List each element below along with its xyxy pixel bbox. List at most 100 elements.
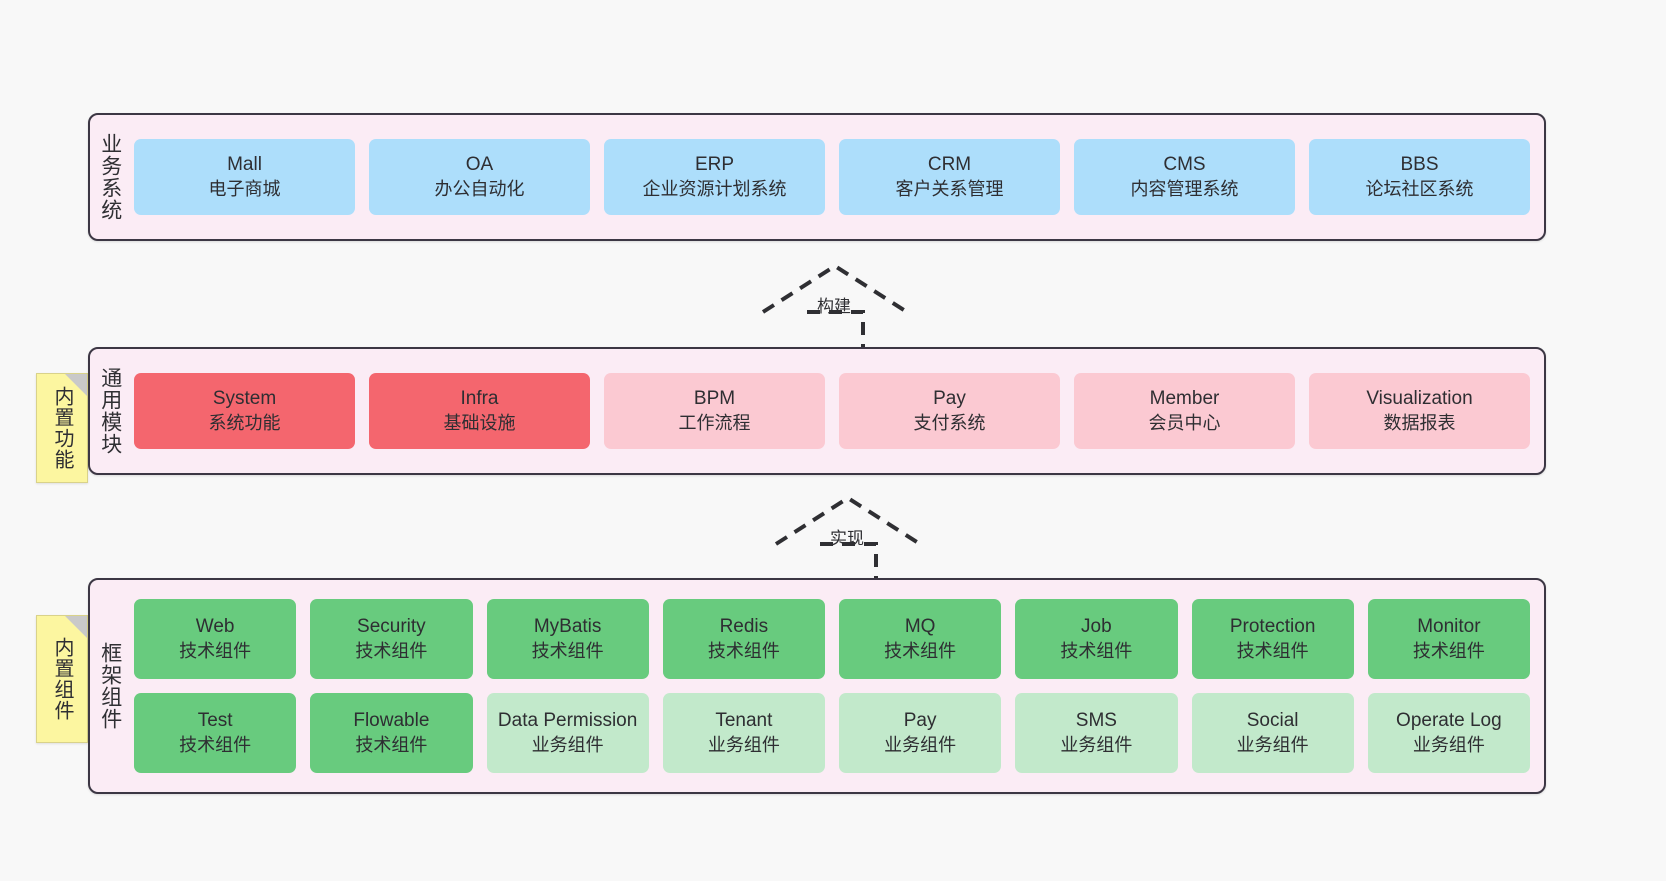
card-visualization-en: Visualization [1366,387,1473,409]
sticky-note-builtin-components-label: 内置组件 [51,637,73,721]
card-erp-cn: 企业资源计划系统 [642,178,787,199]
card-pay-module-cn: 支付系统 [913,412,986,433]
card-pay-component[interactable]: Pay 业务组件 [839,693,1002,773]
card-security[interactable]: Security 技术组件 [310,599,473,679]
card-system[interactable]: System 系统功能 [134,373,355,449]
sticky-note-builtin-features-label: 内置功能 [51,386,73,470]
card-member-cn: 会员中心 [1148,412,1221,433]
card-member-en: Member [1149,387,1220,409]
card-data-permission-cn: 业务组件 [531,734,604,755]
card-sms[interactable]: SMS 业务组件 [1015,693,1178,773]
card-sms-cn: 业务组件 [1060,734,1133,755]
card-social[interactable]: Social 业务组件 [1191,693,1354,773]
card-operate-log-en: Operate Log [1396,709,1502,731]
card-redis[interactable]: Redis 技术组件 [662,599,825,679]
card-bbs[interactable]: BBS 论坛社区系统 [1309,139,1530,215]
card-mybatis-en: MyBatis [533,615,602,637]
card-infra[interactable]: Infra 基础设施 [369,373,590,449]
card-job[interactable]: Job 技术组件 [1015,599,1178,679]
arrow-implement: 实现 [768,494,928,584]
layer-business-systems: 业务系统 Mall 电子商城 OA 办公自动化 ERP 企业资源计划系统 CRM… [88,113,1546,241]
card-visualization-cn: 数据报表 [1383,412,1456,433]
card-pay-component-en: Pay [903,709,937,731]
card-bpm-cn: 工作流程 [678,412,751,433]
layer-framework-components-cards: Web 技术组件 Security 技术组件 MyBatis 技术组件 Redi… [130,580,1544,792]
card-redis-cn: 技术组件 [707,640,780,661]
framework-row-technical: Web 技术组件 Security 技术组件 MyBatis 技术组件 Redi… [134,599,1530,679]
card-pay-component-cn: 业务组件 [884,734,957,755]
card-mq-en: MQ [904,615,936,637]
card-social-en: Social [1246,709,1299,731]
card-security-cn: 技术组件 [355,640,428,661]
card-crm-cn: 客户关系管理 [895,178,1004,199]
card-infra-en: Infra [460,387,499,409]
card-erp-en: ERP [694,153,735,175]
card-protection-en: Protection [1229,615,1316,637]
card-bpm[interactable]: BPM 工作流程 [604,373,825,449]
card-data-permission[interactable]: Data Permission 业务组件 [486,693,649,773]
sticky-fold-icon [65,374,87,396]
card-bpm-en: BPM [693,387,736,409]
card-tenant[interactable]: Tenant 业务组件 [662,693,825,773]
sticky-note-builtin-features: 内置功能 [36,373,88,483]
card-protection-cn: 技术组件 [1236,640,1309,661]
card-crm[interactable]: CRM 客户关系管理 [839,139,1060,215]
card-data-permission-en: Data Permission [497,709,638,731]
card-mybatis-cn: 技术组件 [531,640,604,661]
card-pay-module-en: Pay [933,387,966,409]
card-bbs-en: BBS [1400,153,1439,175]
card-mall[interactable]: Mall 电子商城 [134,139,355,215]
card-flowable[interactable]: Flowable 技术组件 [310,693,473,773]
card-operate-log[interactable]: Operate Log 业务组件 [1367,693,1530,773]
sticky-note-builtin-components: 内置组件 [36,615,88,743]
card-web[interactable]: Web 技术组件 [134,599,297,679]
arrow-build-label: 构建 [817,297,851,316]
card-redis-en: Redis [719,615,769,637]
layer-common-modules-title: 通用模块 [98,367,122,455]
card-mq[interactable]: MQ 技术组件 [839,599,1002,679]
card-erp[interactable]: ERP 企业资源计划系统 [604,139,825,215]
card-cms-cn: 内容管理系统 [1130,178,1239,199]
card-bbs-cn: 论坛社区系统 [1365,178,1474,199]
sticky-fold-icon [65,616,87,638]
card-oa-cn: 办公自动化 [434,178,525,199]
card-oa-en: OA [465,153,494,175]
card-cms-en: CMS [1163,153,1206,175]
card-crm-en: CRM [927,153,972,175]
card-oa[interactable]: OA 办公自动化 [369,139,590,215]
card-flowable-en: Flowable [353,709,430,731]
card-tenant-en: Tenant [715,709,773,731]
card-test-cn: 技术组件 [179,734,252,755]
card-operate-log-cn: 业务组件 [1412,734,1485,755]
card-mybatis[interactable]: MyBatis 技术组件 [486,599,649,679]
card-sms-en: SMS [1075,709,1117,731]
arrow-implement-label: 实现 [830,529,864,548]
layer-framework-components-title: 框架组件 [98,642,122,730]
card-test-en: Test [197,709,233,731]
card-tenant-cn: 业务组件 [707,734,780,755]
card-system-en: System [212,387,277,409]
card-monitor[interactable]: Monitor 技术组件 [1367,599,1530,679]
card-security-en: Security [357,615,426,637]
card-protection[interactable]: Protection 技术组件 [1191,599,1354,679]
layer-business-systems-cards: Mall 电子商城 OA 办公自动化 ERP 企业资源计划系统 CRM 客户关系… [130,115,1544,239]
card-infra-cn: 基础设施 [443,412,516,433]
card-member[interactable]: Member 会员中心 [1074,373,1295,449]
card-social-cn: 业务组件 [1236,734,1309,755]
card-cms[interactable]: CMS 内容管理系统 [1074,139,1295,215]
card-monitor-cn: 技术组件 [1412,640,1485,661]
card-job-cn: 技术组件 [1060,640,1133,661]
layer-common-modules: 通用模块 System 系统功能 Infra 基础设施 BPM 工作流程 Pay… [88,347,1546,475]
card-monitor-en: Monitor [1417,615,1481,637]
card-test[interactable]: Test 技术组件 [134,693,297,773]
framework-row-business: Test 技术组件 Flowable 技术组件 Data Permission … [134,693,1530,773]
card-web-en: Web [195,615,235,637]
card-system-cn: 系统功能 [208,412,281,433]
layer-framework-components: 框架组件 Web 技术组件 Security 技术组件 MyBatis 技术组件… [88,578,1546,794]
card-flowable-cn: 技术组件 [355,734,428,755]
arrow-build: 构建 [755,262,915,352]
card-pay-module[interactable]: Pay 支付系统 [839,373,1060,449]
card-mall-en: Mall [227,153,262,175]
card-visualization[interactable]: Visualization 数据报表 [1309,373,1530,449]
